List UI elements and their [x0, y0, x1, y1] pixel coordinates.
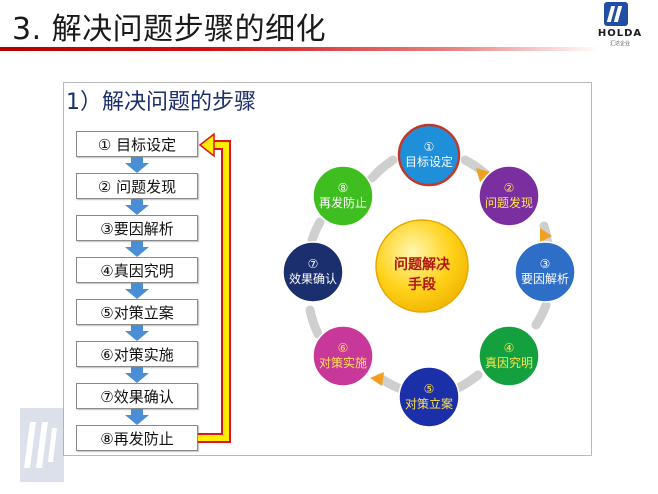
cycle-node-number: ④ [503, 341, 515, 355]
cycle-arrow-icon [370, 372, 384, 386]
logo-text: HOLDA [597, 28, 643, 39]
title-underline [0, 47, 600, 51]
cycle-node-number: ⑧ [337, 181, 349, 195]
down-arrow-icon [125, 325, 149, 341]
center-label: 问题解决 手段 [378, 255, 466, 295]
cycle-arrow-icon [476, 168, 490, 182]
step-box-5: ⑤对策立案 [76, 299, 198, 325]
cycle-node-6 [312, 325, 374, 387]
center-circle [375, 219, 469, 313]
down-arrow-icon [125, 283, 149, 299]
ring-arrow-segment [367, 155, 398, 183]
cycle-node-number: ② [503, 181, 515, 195]
step-box-7: ⑦效果确认 [76, 383, 198, 409]
cycle-node-4 [478, 325, 540, 387]
cycle-node-text: 对策立案 [404, 397, 453, 411]
step-box-4: ④真因究明 [76, 257, 198, 283]
cycle-node-text: 要因解析 [520, 272, 569, 286]
cycle-node-number: ① [423, 140, 435, 154]
down-arrow-icon [125, 409, 149, 425]
cycle-node-number: ⑦ [307, 257, 319, 271]
cycle-node-text: 目标设定 [404, 155, 453, 169]
down-arrow-icon [125, 241, 149, 257]
logo-icon [604, 2, 628, 26]
down-arrow-icon [125, 157, 149, 173]
slide-title: 3. 解决问题步骤的细化 [12, 12, 327, 47]
step-box-2: ② 问题发现 [76, 173, 198, 199]
step-box-8: ⑧再发防止 [76, 425, 198, 451]
cycle-node-7 [282, 241, 344, 303]
cycle-node-text: 问题发现 [484, 196, 533, 210]
panel-title: 1）解决问题的步骤 [66, 90, 256, 115]
step-box-6: ⑥对策实施 [76, 341, 198, 367]
down-arrow-icon [125, 367, 149, 383]
cycle-node-text: 再发防止 [318, 196, 367, 210]
down-arrow-icon [125, 199, 149, 215]
slide-header: 3. 解决问题步骤的细化 HOLDA 汇达企业 [0, 0, 658, 52]
cycle-node-1 [397, 123, 461, 187]
cycle-node-number: ③ [539, 257, 551, 271]
logo-subtext: 汇达企业 [609, 41, 630, 47]
center-label-line1: 问题解决 [394, 257, 450, 273]
cycle-node-number: ⑥ [337, 341, 349, 355]
step-box-3: ③要因解析 [76, 215, 198, 241]
center-label-line2: 手段 [408, 277, 436, 293]
cycle-node-number: ⑤ [423, 382, 435, 396]
cycle-node-3 [514, 241, 576, 303]
cycle-node-5 [398, 366, 460, 428]
cycle-node-text: 对策实施 [318, 356, 367, 370]
cycle-node-2 [478, 165, 540, 227]
cycle-node-8 [312, 165, 374, 227]
cycle-node-text: 真因究明 [484, 356, 533, 370]
step-box-1: ① 目标设定 [76, 131, 198, 157]
cycle-node-text: 效果确认 [288, 272, 337, 286]
cycle-arrow-icon [540, 228, 552, 242]
watermark-logo-icon [20, 408, 64, 482]
company-logo: HOLDA 汇达企业 [588, 2, 652, 47]
